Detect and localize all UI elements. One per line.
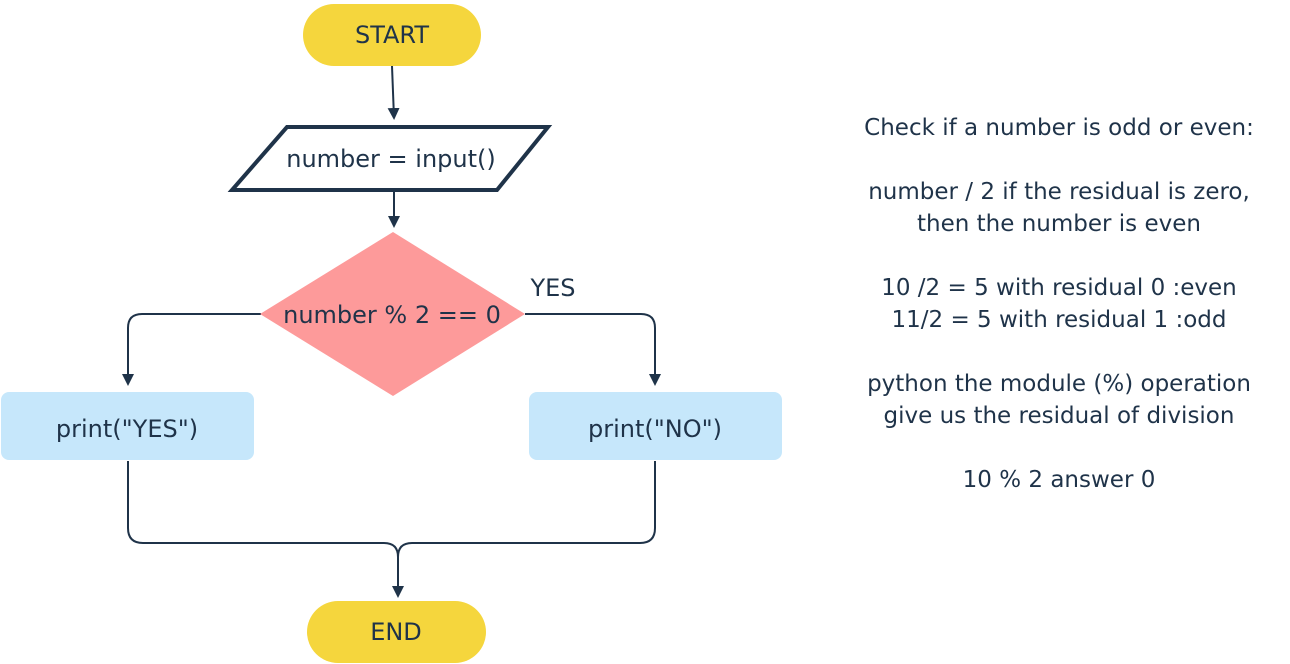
print-yes-label: print("YES") bbox=[56, 415, 198, 443]
print-yes-process bbox=[1, 392, 254, 460]
connector-decision-to-print-yes bbox=[122, 313, 261, 386]
input-label: number = input() bbox=[286, 145, 496, 173]
end-terminal bbox=[307, 601, 486, 663]
notes-example-odd: 11/2 = 5 with residual 1 :odd bbox=[891, 307, 1227, 333]
start-terminal bbox=[303, 4, 481, 66]
connector-decision-to-print-no bbox=[525, 313, 661, 386]
connector-print-no-to-end bbox=[397, 461, 656, 558]
notes-heading: Check if a number is odd or even: bbox=[864, 115, 1254, 141]
explanation-notes: Check if a number is odd or even: number… bbox=[828, 112, 1290, 496]
notes-example-even: 10 /2 = 5 with residual 0 :even bbox=[881, 275, 1237, 301]
print-no-label: print("NO") bbox=[588, 415, 722, 443]
decision-diamond bbox=[260, 232, 525, 396]
connector-start-to-input bbox=[387, 65, 400, 120]
input-parallelogram bbox=[227, 125, 553, 192]
connector-print-yes-to-end bbox=[127, 461, 399, 558]
notes-rule-line1: number / 2 if the residual is zero, bbox=[868, 179, 1250, 205]
end-label: END bbox=[370, 618, 422, 646]
decision-label: number % 2 == 0 bbox=[283, 301, 501, 329]
start-label: START bbox=[355, 21, 429, 49]
notes-modulo-example: 10 % 2 answer 0 bbox=[962, 467, 1156, 493]
notes-python-line2: give us the residual of division bbox=[883, 403, 1235, 429]
notes-rule-line2: then the number is even bbox=[917, 211, 1201, 237]
yes-branch-label: YES bbox=[529, 274, 575, 302]
notes-python-line1: python the module (%) operation bbox=[867, 371, 1251, 397]
print-no-process bbox=[529, 392, 782, 460]
